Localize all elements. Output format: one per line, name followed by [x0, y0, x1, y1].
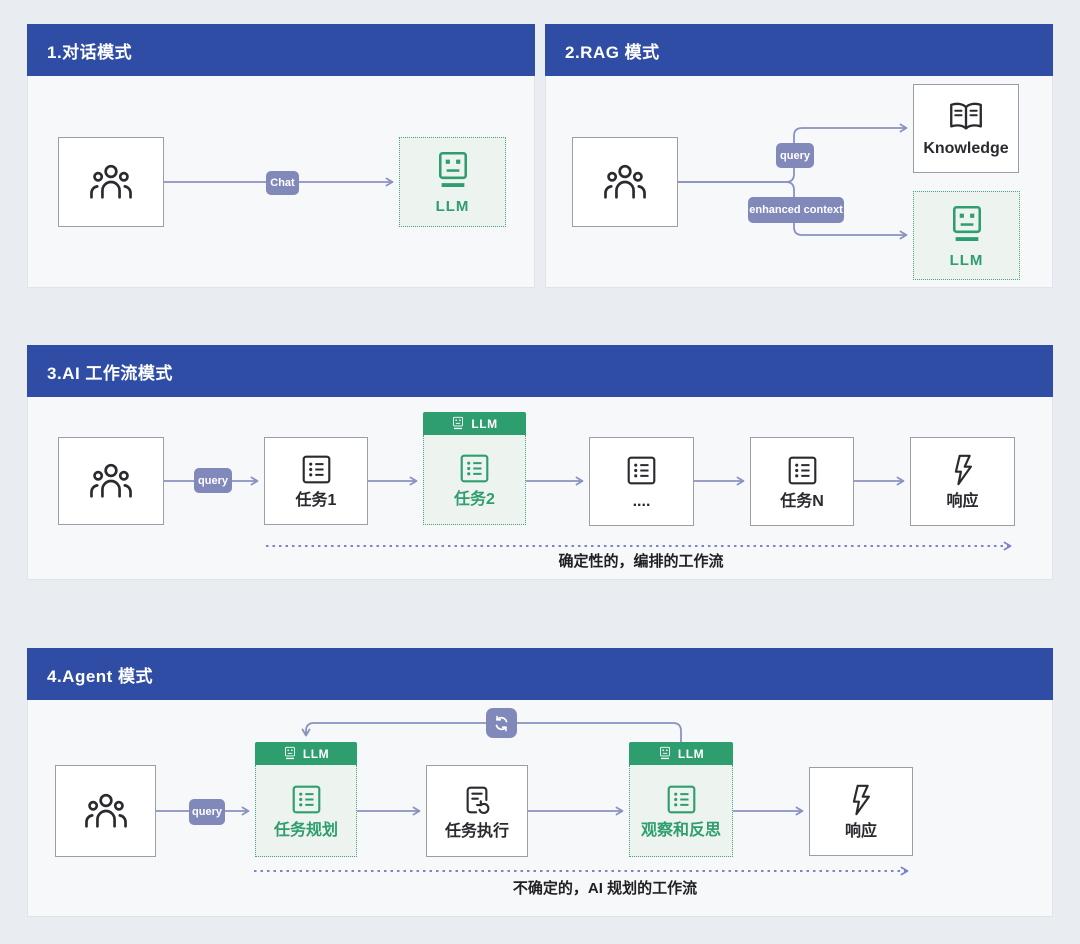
task-list-icon [625, 454, 658, 487]
llm-tab-label: LLM [677, 746, 705, 761]
query-edge-label: query [780, 149, 810, 162]
llm-tab-label: LLM [302, 746, 330, 761]
reflect-llm-node: LLM 观察和反思 [629, 742, 733, 857]
query-edge-badge: query [776, 143, 814, 168]
robot-icon [947, 204, 987, 246]
user-node [55, 765, 156, 857]
panel-agent-mode: 4.Agent 模式 [27, 648, 1053, 917]
users-icon [83, 791, 129, 831]
execute-node: 任务执行 [426, 765, 528, 857]
response-label: 响应 [946, 493, 979, 510]
connector-layer [164, 476, 1012, 551]
user-node [58, 137, 164, 227]
task-list-icon [786, 454, 819, 487]
task-list-icon [290, 783, 323, 816]
knowledge-node: Knowledge [913, 84, 1019, 173]
reflect-body: 观察和反思 [629, 765, 733, 857]
robot-icon [433, 150, 473, 192]
panel-chat-mode-title: 1.对话模式 [47, 42, 133, 62]
panel-workflow-mode-body: query 任务1 LLM 任务2 .... [27, 397, 1053, 580]
query-edge-label: query [198, 474, 228, 487]
task1-label: 任务1 [295, 492, 337, 509]
response-label: 响应 [844, 823, 877, 840]
llm-tab: LLM [629, 742, 733, 765]
task2-label: 任务2 [454, 490, 495, 508]
task-dots-label: .... [632, 492, 651, 510]
chat-edge-badge: Chat [266, 171, 299, 195]
plan-label: 任务规划 [273, 821, 338, 839]
task2-llm-node: LLM 任务2 [423, 412, 526, 525]
chat-edge-label: Chat [270, 177, 295, 189]
enhanced-context-edge-badge: enhanced context [748, 197, 844, 223]
doc-refresh-icon [460, 783, 494, 817]
book-icon [945, 100, 987, 134]
query-edge-badge: query [189, 799, 225, 825]
task1-node: 任务1 [264, 437, 368, 525]
enhanced-context-edge-label: enhanced context [749, 204, 843, 216]
panel-agent-mode-header: 4.Agent 模式 [27, 648, 1053, 700]
llm-node: LLM [913, 191, 1020, 280]
task-list-icon [300, 453, 333, 486]
taskN-label: 任务N [780, 492, 824, 510]
query-edge-label: query [192, 806, 222, 818]
users-icon [602, 162, 648, 202]
panel-workflow-mode-title: 3.AI 工作流模式 [47, 363, 173, 383]
response-node: 响应 [809, 767, 913, 856]
panel-chat-mode-body: Chat LLM [27, 76, 535, 288]
robot-icon [283, 746, 297, 761]
panel-chat-mode-header: 1.对话模式 [27, 24, 535, 76]
users-icon [88, 162, 134, 202]
workflow-caption: 确定性的，编排的工作流 [558, 553, 724, 570]
panel-workflow-mode: 3.AI 工作流模式 [27, 345, 1053, 580]
task2-body: 任务2 [423, 435, 526, 525]
lightning-icon [948, 453, 978, 487]
panel-rag-mode-header: 2.RAG 模式 [545, 24, 1053, 76]
response-node: 响应 [910, 437, 1015, 526]
query-edge-badge: query [194, 468, 232, 493]
llm-tab: LLM [423, 412, 526, 435]
user-node [572, 137, 678, 227]
lightning-icon [846, 783, 876, 817]
llm-label: LLM [435, 198, 470, 215]
panel-workflow-mode-header: 3.AI 工作流模式 [27, 345, 1053, 397]
task-dots-node: .... [589, 437, 694, 526]
reflect-label: 观察和反思 [640, 821, 721, 839]
llm-tab-label: LLM [471, 416, 498, 431]
panel-agent-mode-body: query LLM 任务规划 任务执行 LLM [27, 700, 1053, 917]
refresh-icon [493, 715, 510, 732]
task-list-icon [458, 452, 491, 485]
panel-rag-mode-body: query enhanced context Knowledge LLM [545, 76, 1053, 288]
execute-label: 任务执行 [444, 822, 509, 840]
llm-node: LLM [399, 137, 506, 227]
knowledge-label: Knowledge [923, 140, 1009, 157]
llm-tab: LLM [255, 742, 357, 765]
robot-icon [451, 416, 465, 431]
plan-body: 任务规划 [255, 765, 357, 857]
task-list-icon [665, 783, 698, 816]
panel-rag-mode-title: 2.RAG 模式 [565, 42, 660, 62]
users-icon [88, 461, 134, 501]
llm-label: LLM [949, 251, 984, 269]
agent-caption: 不确定的，AI 规划的工作流 [512, 880, 698, 897]
panel-chat-mode: 1.对话模式 Chat LLM [27, 24, 535, 288]
taskN-node: 任务N [750, 437, 854, 526]
robot-icon [658, 746, 672, 761]
user-node [58, 437, 164, 525]
plan-llm-node: LLM 任务规划 [255, 742, 357, 857]
panel-agent-mode-title: 4.Agent 模式 [47, 666, 154, 686]
panel-rag-mode: 2.RAG 模式 query enhanced context [545, 24, 1053, 288]
loop-badge [486, 708, 517, 738]
